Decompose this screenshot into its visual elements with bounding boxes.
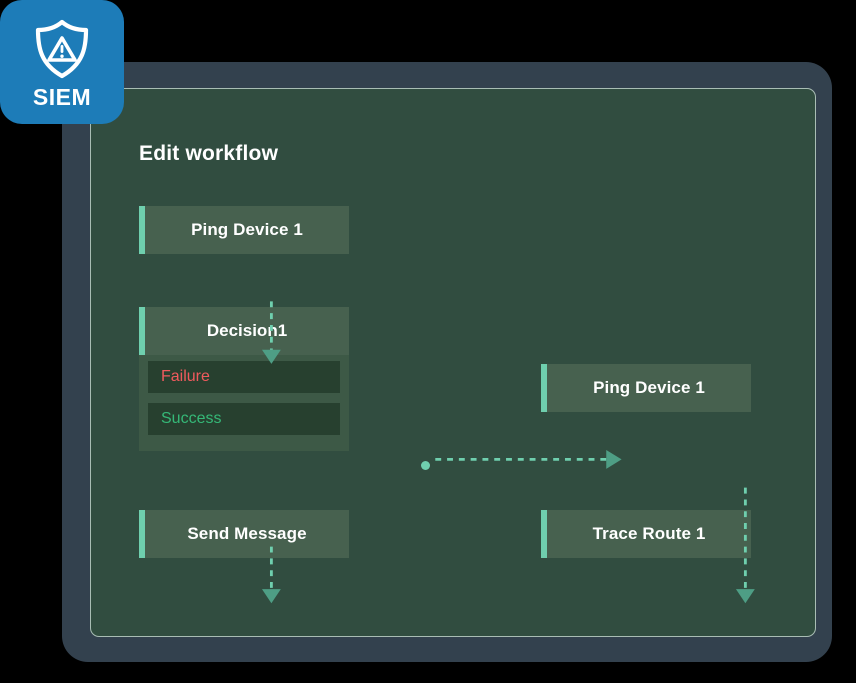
workflow-node-decision-1[interactable]: Decision1 Failure Success	[139, 307, 349, 451]
node-label: Ping Device 1	[191, 220, 303, 239]
node-accent-bar	[541, 364, 547, 412]
page-title: Edit workflow	[139, 142, 279, 165]
node-label: Trace Route 1	[592, 524, 706, 543]
siem-badge: SIEM	[0, 0, 124, 124]
node-accent-bar	[139, 307, 145, 355]
workflow-node-ping-device-2[interactable]: Ping Device 1	[541, 364, 751, 412]
branch-label: Failure	[161, 368, 210, 385]
branch-row-failure[interactable]: Failure	[148, 361, 340, 393]
workflow-panel: Edit workflow Ping Device 1 De	[90, 88, 816, 637]
workflow-node-ping-device-1[interactable]: Ping Device 1	[139, 206, 349, 254]
edge-failure-to-ping2	[435, 449, 622, 469]
workflow-node-send-message[interactable]: Send Message	[139, 510, 349, 558]
node-label: Decision1	[206, 321, 288, 340]
branch-label: Success	[161, 410, 222, 427]
workflow-node-trace-route-1[interactable]: Trace Route 1	[541, 510, 751, 558]
badge-label: SIEM	[32, 83, 92, 110]
decision-branch-list: Failure Success	[139, 355, 349, 444]
node-accent-bar	[541, 510, 547, 558]
node-label: Ping Device 1	[593, 378, 705, 397]
decision-header[interactable]: Decision1	[139, 307, 349, 355]
node-accent-bar	[139, 206, 145, 254]
shield-warning-icon	[32, 18, 92, 80]
node-label: Send Message	[187, 524, 307, 543]
node-accent-bar	[139, 510, 145, 558]
port-dot-failure[interactable]	[421, 461, 430, 470]
branch-row-success[interactable]: Success	[148, 403, 340, 435]
